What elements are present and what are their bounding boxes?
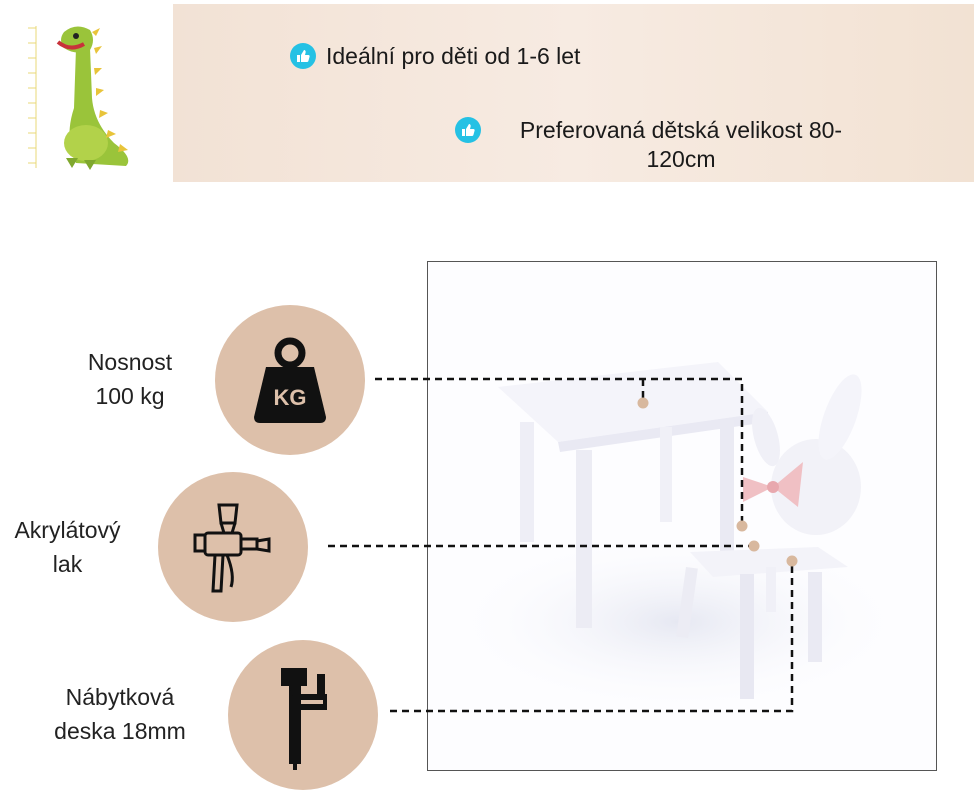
spec-circle-board <box>228 640 378 790</box>
marker-dot <box>748 540 760 552</box>
spec-circle-weight: KG <box>215 305 365 455</box>
feature-text: Preferovaná dětská velikost 80-120cm <box>519 117 843 172</box>
marker-dot <box>637 397 649 409</box>
dinosaur-illustration <box>28 26 129 170</box>
weight-kg-text: KG <box>274 385 307 410</box>
spec-label-weight: Nosnost 100 kg <box>87 349 173 409</box>
feature-text: Ideální pro děti od 1-6 let <box>326 43 581 69</box>
spec-label-lacquer: Akrylátový lak <box>14 517 121 577</box>
marker-dot <box>736 520 748 532</box>
thumbs-up-icon <box>290 43 316 69</box>
caliper-icon <box>281 668 327 770</box>
spec-label-board: Nábytková deska 18mm <box>54 684 186 744</box>
feature-item: Preferovaná dětská velikost 80-120cm <box>455 116 875 174</box>
feature-banner <box>173 4 974 182</box>
feature-item: Ideální pro děti od 1-6 let <box>290 42 580 71</box>
spray-gun-icon <box>193 503 271 593</box>
thumbs-up-icon <box>455 117 481 143</box>
weight-kg-icon: KG <box>254 337 326 423</box>
spec-circle-lacquer <box>158 472 308 622</box>
marker-dot <box>786 555 798 567</box>
